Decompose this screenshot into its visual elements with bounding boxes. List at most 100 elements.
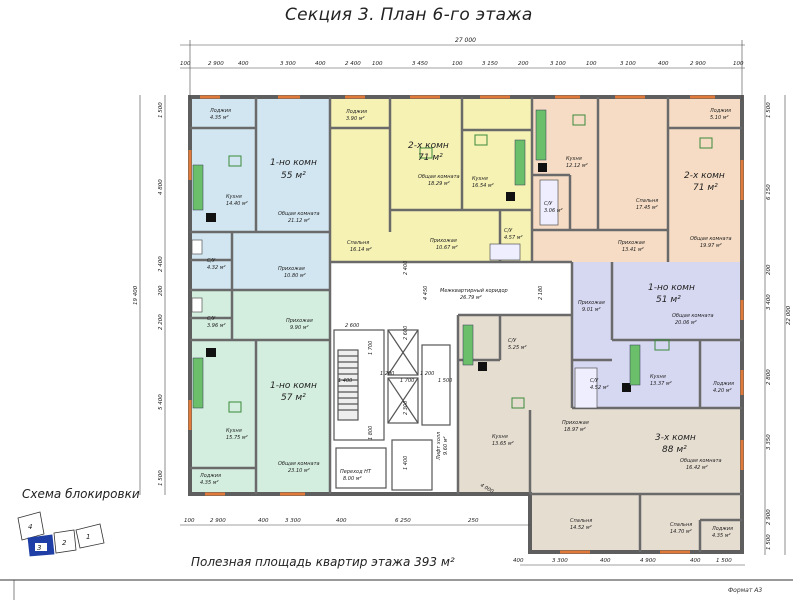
apt-1-rooms: 1-но комн — [270, 158, 317, 168]
dim-mid-h: 1 200 — [420, 371, 434, 377]
room-name: Кухня — [226, 194, 242, 200]
dim-mid-h: 1 400 — [338, 378, 352, 384]
room-area: 14.52 м² — [570, 525, 592, 531]
room-name: Общая комната — [680, 458, 722, 464]
room-name: Лоджия — [712, 381, 734, 387]
dim-mid: 1 400 — [403, 456, 409, 470]
fixtures — [191, 109, 713, 413]
dim-bottom2: 1 500 — [716, 558, 732, 564]
room-name: Спальня — [570, 518, 592, 524]
internal-dims: 2 400 4 450 2 600 1 700 1 800 1 400 2 18… — [338, 261, 544, 495]
dim-top: 400 — [315, 61, 326, 67]
dim-left: 5 400 — [158, 394, 164, 410]
room-area: 16.54 м² — [472, 183, 494, 189]
apt-6-area: 88 м² — [662, 445, 687, 455]
room-area: 13.41 м² — [622, 247, 644, 253]
room-area: 4.35 м² — [210, 115, 229, 121]
dim-mid: 2 600 — [403, 326, 409, 340]
room-name: Лифт холл — [436, 431, 442, 461]
room-name: Общая комната — [672, 313, 714, 319]
room-name: С/У — [504, 228, 513, 234]
room-name: Общая комната — [690, 236, 732, 242]
room-name: Общая комната — [278, 211, 320, 217]
dim-bottom: 400 — [258, 518, 269, 524]
room-name: Лоджия — [709, 108, 731, 114]
room-area: 3.96 м² — [207, 323, 226, 329]
dim-left: 2 400 — [158, 256, 164, 272]
room-area: 4.35 м² — [712, 533, 731, 539]
apartment-2-area — [330, 97, 532, 262]
stair-core — [333, 329, 451, 491]
apartment-labels: 1-но комн 55 м² 2-х комн 71 м² 2-х комн … — [270, 141, 725, 455]
dim-top: 2 400 — [345, 61, 361, 67]
dim-right: 2 800 — [766, 369, 772, 385]
dim-mid: 2 180 — [538, 286, 544, 300]
room-name: Лоджия — [345, 109, 367, 115]
dim-left: 200 — [158, 285, 164, 296]
dim-top: 100 — [372, 61, 383, 67]
room-area: 9.60 м² — [443, 437, 449, 456]
dim-mid: 4 450 — [423, 286, 429, 300]
apt-2-rooms: 2-х комн — [408, 141, 449, 151]
dim-bottom2: 400 — [600, 558, 611, 564]
apt-3-area: 71 м² — [693, 183, 718, 193]
right-dims: 1 500 6 150 200 3 400 2 800 3 350 2 900 … — [766, 102, 792, 550]
apt-3-rooms: 2-х комн — [684, 171, 725, 181]
room-name: Лоджия — [209, 108, 231, 114]
room-area: 14.70 м² — [670, 529, 692, 535]
room-name: Общая комната — [418, 174, 460, 180]
room-area: 18.29 м² — [428, 181, 450, 187]
page-title: Секция 3. План 6-го этажа — [285, 5, 533, 25]
apt-2-area: 71 м² — [418, 153, 443, 163]
room-area: 12.12 м² — [566, 163, 588, 169]
room-name: Кухня — [226, 428, 242, 434]
dim-bottom: 2 900 — [210, 518, 226, 524]
apt-4-rooms: 1-но комн — [648, 283, 695, 293]
room-area: 5.10 м² — [710, 115, 729, 121]
room-name: Кухня — [566, 156, 582, 162]
dim-right: 1 500 — [766, 534, 772, 550]
dim-top: 2 900 — [690, 61, 706, 67]
room-name: Прихожая — [578, 300, 605, 306]
dim-top: 100 — [180, 61, 191, 67]
room-area: 19.97 м² — [700, 243, 722, 249]
room-area: 5.25 м² — [508, 345, 527, 351]
dim-left: 1 500 — [158, 102, 164, 118]
room-name: Прихожая — [618, 240, 645, 246]
room-name: Прихожая — [278, 266, 305, 272]
room-area: 3.06 м² — [544, 208, 563, 214]
dim-mid: 2 400 — [403, 261, 409, 275]
room-area: 15.75 м² — [226, 435, 248, 441]
dim-bottom: 250 — [468, 518, 479, 524]
room-name: С/У — [508, 338, 517, 344]
room-area: 18.97 м² — [564, 427, 586, 433]
apt-1-area: 55 м² — [281, 171, 306, 181]
dim-right: 200 — [766, 264, 772, 275]
dim-top: 200 — [518, 61, 529, 67]
dim-right: 6 150 — [766, 184, 772, 200]
inner-walls — [190, 97, 742, 552]
dim-bottom2: 4 900 — [640, 558, 656, 564]
room-name: Кухня — [650, 374, 666, 380]
room-name: Межквартирный коридор — [440, 288, 508, 294]
blocking-scheme: 4 3 2 1 — [17, 511, 105, 557]
room-name: С/У — [207, 316, 216, 322]
room-name: Общая комната — [278, 461, 320, 467]
scheme-number: 3 — [37, 544, 41, 552]
dim-left: 2 200 — [158, 314, 164, 330]
dim-right: 2 900 — [766, 509, 772, 525]
room-area: 16.42 м² — [686, 465, 708, 471]
apt-5-rooms: 1-но комн — [270, 381, 317, 391]
dim-right: 3 350 — [766, 434, 772, 450]
floor-area-summary: Полезная площадь квартир этажа 393 м² — [191, 555, 455, 569]
room-area: 4.20 м² — [713, 388, 732, 394]
scheme-title: Схема блокировки — [22, 487, 140, 501]
room-name: С/У — [207, 258, 216, 264]
dim-top: 400 — [238, 61, 249, 67]
room-area: 13.65 м² — [492, 441, 514, 447]
room-name: С/У — [590, 378, 599, 384]
room-area: 23.10 м² — [288, 468, 310, 474]
dim-top: 100 — [452, 61, 463, 67]
room-area: 4.52 м² — [590, 385, 609, 391]
room-area: 10.67 м² — [436, 245, 458, 251]
